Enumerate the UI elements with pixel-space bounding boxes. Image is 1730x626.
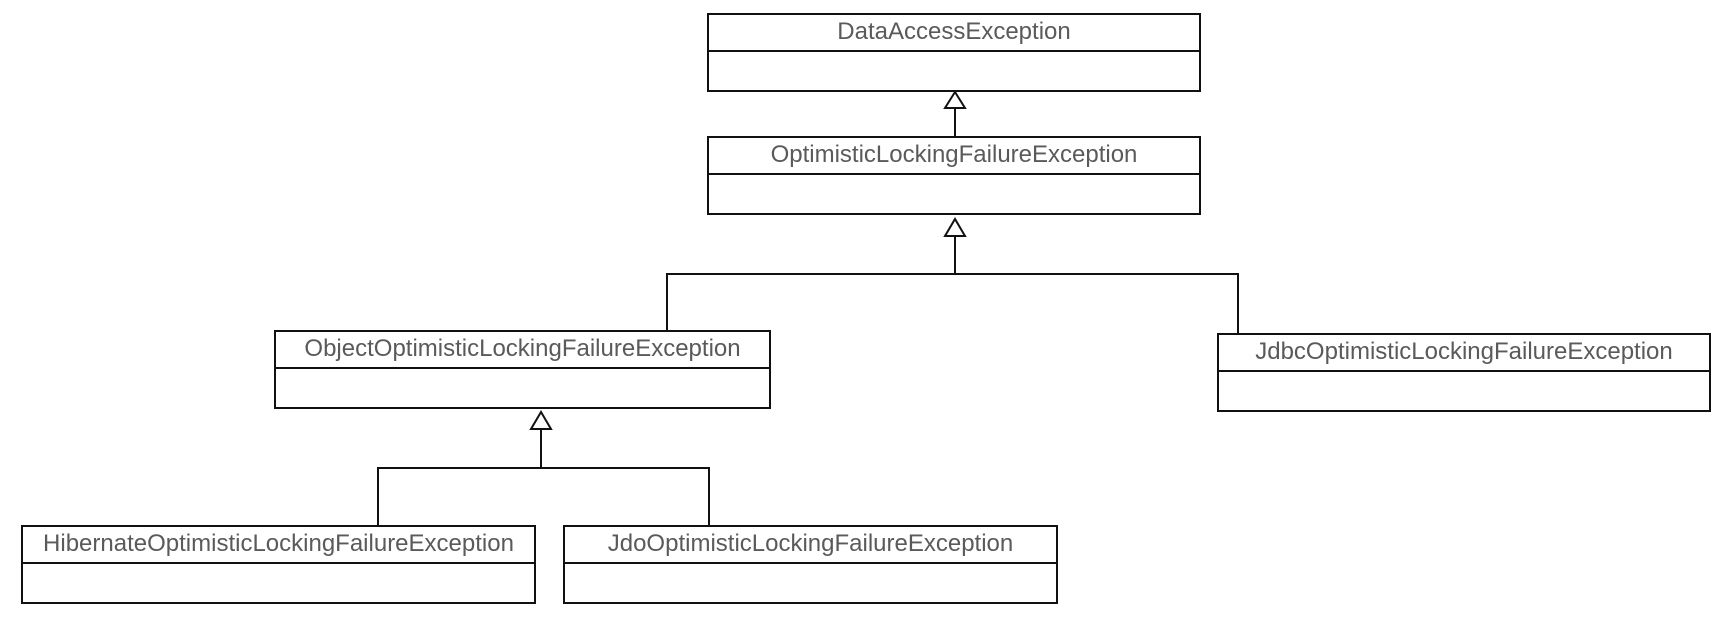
class-jdo-optimistic-locking-failure-exception: JdoOptimisticLockingFailureException (563, 525, 1058, 604)
class-hibernate-optimistic-locking-failure-exception: HibernateOptimisticLockingFailureExcepti… (21, 525, 536, 604)
class-name: HibernateOptimisticLockingFailureExcepti… (23, 527, 534, 564)
class-optimistic-locking-failure-exception: OptimisticLockingFailureException (707, 136, 1201, 215)
class-body (276, 369, 769, 407)
generalization-arrow-icon (943, 90, 967, 109)
class-body (565, 564, 1056, 602)
generalization-arrow-icon (529, 410, 553, 430)
class-data-access-exception: DataAccessException (707, 13, 1201, 92)
class-body (1219, 372, 1709, 410)
edge-oolfe-to-olfe (666, 236, 956, 330)
class-body (709, 52, 1199, 90)
edge-jdbc-to-olfe (955, 273, 1239, 333)
class-body (709, 175, 1199, 213)
edge-jdo-to-oolfe (541, 467, 710, 525)
class-name: ObjectOptimisticLockingFailureException (276, 332, 769, 369)
class-jdbc-optimistic-locking-failure-exception: JdbcOptimisticLockingFailureException (1217, 333, 1711, 412)
class-object-optimistic-locking-failure-exception: ObjectOptimisticLockingFailureException (274, 330, 771, 409)
class-name: OptimisticLockingFailureException (709, 138, 1199, 175)
class-body (23, 564, 534, 602)
edge-hib-to-oolfe (377, 429, 542, 525)
class-name: JdbcOptimisticLockingFailureException (1219, 335, 1709, 372)
generalization-arrow-icon (943, 217, 967, 237)
class-name: JdoOptimisticLockingFailureException (565, 527, 1056, 564)
class-name: DataAccessException (709, 15, 1199, 52)
